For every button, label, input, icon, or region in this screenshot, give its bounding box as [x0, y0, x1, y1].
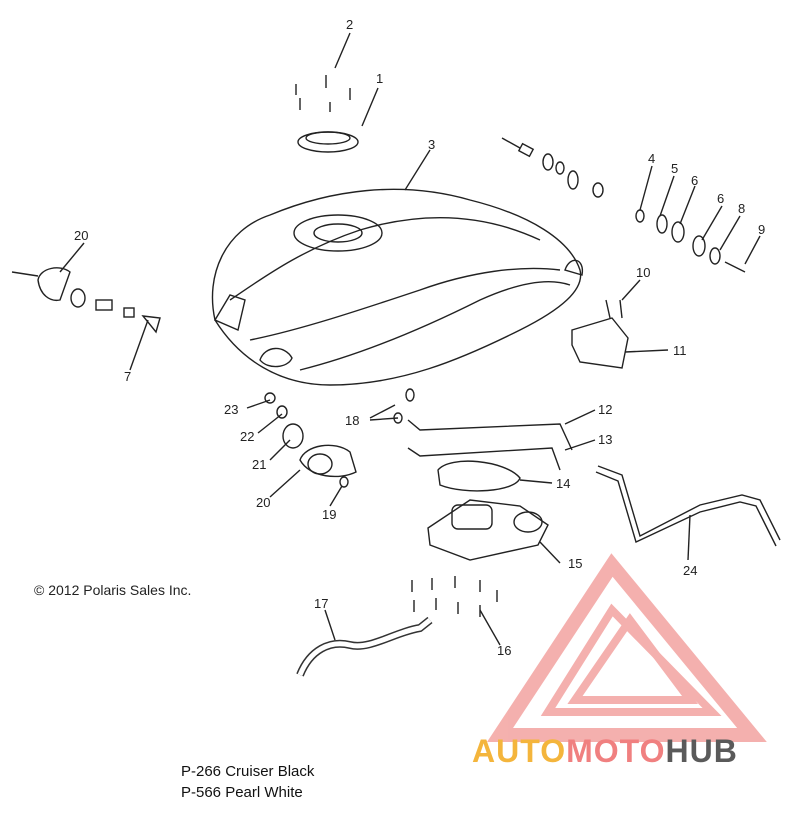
callout-10: 10 — [636, 265, 651, 280]
callout-9: 9 — [758, 222, 766, 237]
callout-5: 5 — [671, 161, 679, 176]
callout-2: 2 — [346, 17, 354, 32]
callout-13: 13 — [598, 432, 613, 447]
callout-22: 22 — [240, 429, 255, 444]
copyright-notice: © 2012 Polaris Sales Inc. — [34, 582, 192, 598]
fuel-tank — [211, 188, 582, 386]
finish-code-2: P-566 Pearl White — [181, 784, 303, 801]
callout-12: 12 — [598, 402, 613, 417]
callout-11: 11 — [673, 343, 687, 358]
callout-15: 15 — [568, 556, 583, 571]
callout-21: 21 — [252, 457, 267, 472]
callout-1: 1 — [376, 71, 384, 86]
callout-16: 16 — [497, 643, 512, 658]
brand-part-hub: HUB — [665, 733, 738, 769]
callout-4: 4 — [648, 151, 656, 166]
callout-23: 23 — [224, 402, 239, 417]
callout-19: 19 — [322, 507, 337, 522]
callout-8: 8 — [738, 201, 746, 216]
callout-6b: 6 — [717, 191, 725, 206]
brand-part-moto: MOTO — [566, 733, 666, 769]
callout-20a: 20 — [74, 228, 89, 243]
callout-6a: 6 — [691, 173, 699, 188]
watermark-brand: AUTOMOTOHUB — [472, 733, 738, 770]
finish-code-1: P-266 Cruiser Black — [181, 763, 315, 780]
callout-7: 7 — [124, 369, 132, 384]
watermark-logo-icon — [487, 553, 767, 742]
brand-part-auto: AUTO — [472, 733, 567, 769]
callout-3: 3 — [428, 137, 436, 152]
callout-14: 14 — [556, 476, 571, 491]
callout-18: 18 — [345, 413, 360, 428]
callout-20b: 20 — [256, 495, 271, 510]
callout-17: 17 — [314, 596, 329, 611]
callout-24: 24 — [683, 563, 698, 578]
